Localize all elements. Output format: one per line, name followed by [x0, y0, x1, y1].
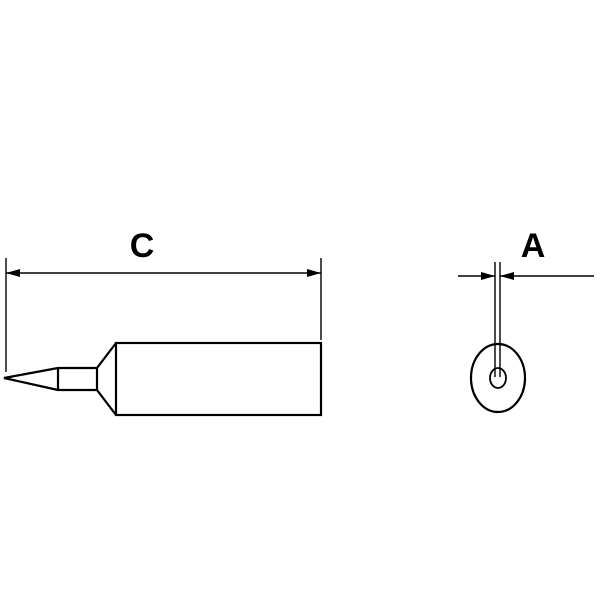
tip-shank: [114, 341, 323, 417]
tip-point: [3, 366, 59, 392]
dimension-a: [458, 262, 594, 377]
arrowhead-c-right: [307, 269, 321, 277]
arrowhead-a-right: [500, 272, 514, 280]
tip-end-outer: [469, 342, 527, 414]
tip-end-view: [469, 342, 527, 414]
arrowhead-a-left: [481, 272, 495, 280]
dimension-c: [5, 258, 322, 372]
tip-end-inner: [489, 367, 507, 389]
tip-neck: [56, 366, 97, 392]
tip-cone-transition: [95, 342, 117, 416]
tip-side-view: [3, 341, 323, 417]
arrowhead-c-left: [6, 269, 20, 277]
dimension-label-a: A: [521, 227, 546, 265]
dimension-label-c: C: [130, 227, 155, 265]
